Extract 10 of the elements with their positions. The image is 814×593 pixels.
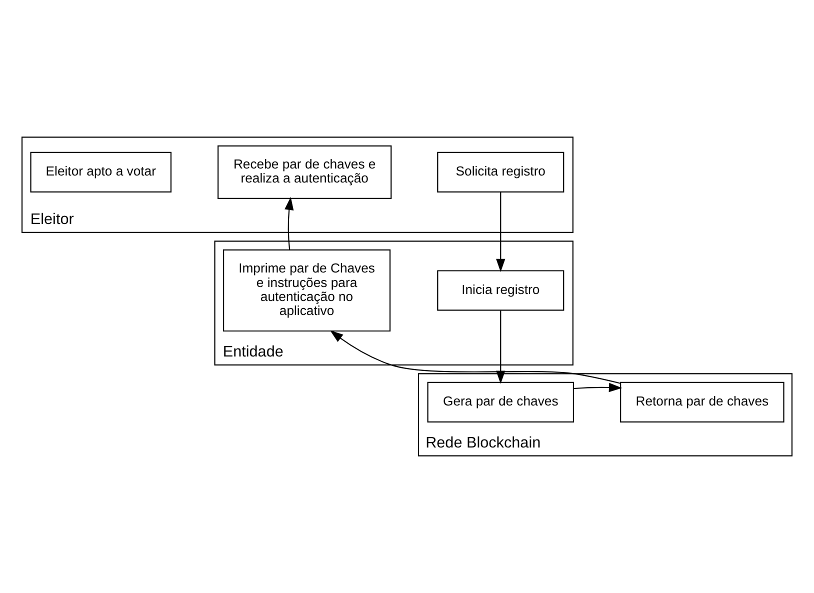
node-box: Recebe par de chaves e realiza a autenticação xyxy=(218,145,392,200)
node-box: Imprime par de Chaves e instruções para autenticação no aplicativo xyxy=(223,249,391,332)
node-box: Solicita registro xyxy=(437,152,564,192)
node-box: Retorna par de chaves xyxy=(620,382,784,422)
node-box: Inicia registro xyxy=(437,270,564,311)
node-box: Gera par de chaves xyxy=(427,382,574,422)
arrow xyxy=(284,196,294,250)
node-box: Eleitor apto a votar xyxy=(30,152,172,192)
arrow xyxy=(574,382,622,392)
arrow xyxy=(496,192,506,272)
